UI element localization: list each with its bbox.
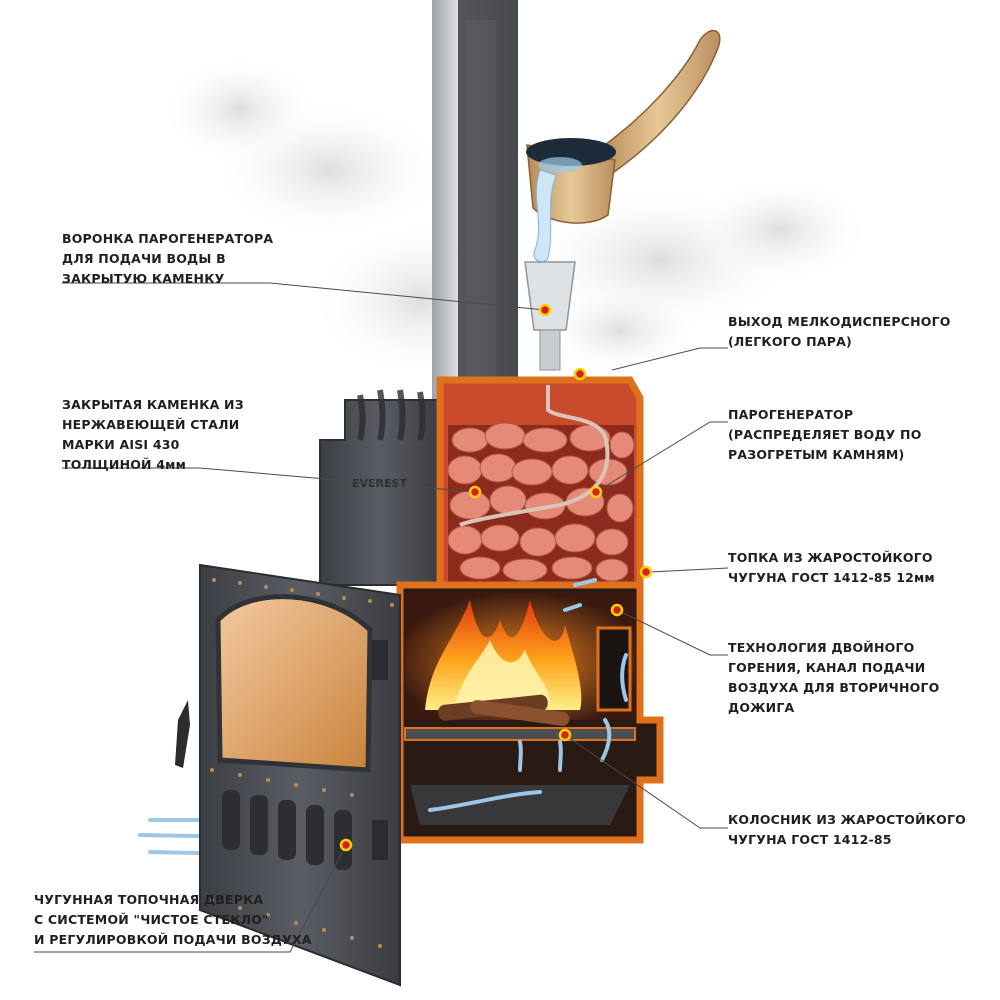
callout-dual-combustion-line: ГОРЕНИЯ, КАНАЛ ПОДАЧИ [728, 660, 926, 675]
callout-funnel: ВОРОНКА ПАРОГЕНЕРАТОРА ДЛЯ ПОДАЧИ ВОДЫ В… [62, 229, 273, 289]
callout-steam-outlet: ВЫХОД МЕЛКОДИСПЕРСНОГО (ЛЕГКОГО ПАРА) [728, 312, 951, 352]
marker-steam-outlet [573, 367, 587, 381]
wooden-ladle [526, 29, 721, 224]
fire-flames [425, 600, 582, 710]
callout-funnel-line: ЗАКРЫТУЮ КАМЕНКУ [62, 271, 225, 286]
callout-stones-line: МАРКИ AISI 430 [62, 437, 180, 452]
stove-body: EVEREST [319, 376, 664, 844]
callout-door: ЧУГУННАЯ ТОПОЧНАЯ ДВЕРКА С СИСТЕМОЙ "ЧИС… [34, 890, 312, 950]
callout-firebox: ТОПКА ИЗ ЖАРОСТОЙКОГО ЧУГУНА ГОСТ 1412-8… [728, 548, 935, 588]
leader-lines [34, 282, 729, 953]
callout-door-line: ЧУГУННАЯ ТОПОЧНАЯ ДВЕРКА [34, 892, 264, 907]
marker-steam-generator [589, 485, 603, 499]
steam-generator-tube [459, 385, 610, 527]
callout-steam-generator-line: (РАСПРЕДЕЛЯЕТ ВОДУ ПО [728, 427, 922, 442]
callout-firebox-line: ТОПКА ИЗ ЖАРОСТОЙКОГО [728, 550, 933, 565]
callout-door-line: С СИСТЕМОЙ "ЧИСТОЕ СТЕКЛО" [34, 912, 269, 927]
marker-dual-combustion [610, 603, 624, 617]
callout-steam-generator-line: ПАРОГЕНЕРАТОР [728, 407, 854, 422]
callout-steam-generator: ПАРОГЕНЕРАТОР (РАСПРЕДЕЛЯЕТ ВОДУ ПО РАЗО… [728, 405, 922, 465]
callout-grate-line: ЧУГУНА ГОСТ 1412-85 [728, 832, 892, 847]
callout-stones-line: ТОЛЩИНОЙ 4мм [62, 457, 187, 472]
callout-grate-line: КОЛОСНИК ИЗ ЖАРОСТОЙКОГО [728, 812, 966, 827]
marker-stones [468, 485, 482, 499]
grate-bars [404, 727, 636, 741]
firebox-door [175, 563, 401, 987]
callout-door-line: И РЕГУЛИРОВКОЙ ПОДАЧИ ВОЗДУХА [34, 932, 312, 947]
marker-door [339, 838, 353, 852]
callout-steam-outlet-line: ВЫХОД МЕЛКОДИСПЕРСНОГО [728, 314, 951, 329]
callout-firebox-line: ЧУГУНА ГОСТ 1412-85 12мм [728, 570, 935, 585]
callout-grate: КОЛОСНИК ИЗ ЖАРОСТОЙКОГО ЧУГУНА ГОСТ 141… [728, 810, 966, 850]
callout-funnel-line: ДЛЯ ПОДАЧИ ВОДЫ В [62, 251, 226, 266]
firewood-logs [438, 694, 570, 726]
marker-grate [558, 728, 572, 742]
callout-funnel-line: ВОРОНКА ПАРОГЕНЕРАТОРА [62, 231, 274, 246]
callout-markers [339, 303, 653, 852]
callout-stones: ЗАКРЫТАЯ КАМЕНКА ИЗ НЕРЖАВЕЮЩЕЙ СТАЛИ МА… [62, 395, 244, 475]
steam-generator-funnel [524, 261, 576, 371]
callout-steam-generator-line: РАЗОГРЕТЫМ КАМНЯМ) [728, 447, 905, 462]
callout-dual-combustion-line: ДОЖИГА [728, 700, 795, 715]
callout-dual-combustion-line: ТЕХНОЛОГИЯ ДВОЙНОГО [728, 640, 915, 655]
marker-funnel [538, 303, 552, 317]
callout-stones-line: ЗАКРЫТАЯ КАМЕНКА ИЗ [62, 397, 244, 412]
marker-firebox [639, 565, 653, 579]
callout-dual-combustion: ТЕХНОЛОГИЯ ДВОЙНОГО ГОРЕНИЯ, КАНАЛ ПОДАЧ… [728, 638, 939, 718]
chimney-pipe [432, 0, 518, 400]
callout-steam-outlet-line: (ЛЕГКОГО ПАРА) [728, 334, 852, 349]
heater-stones [447, 422, 635, 582]
callout-dual-combustion-line: ВОЗДУХА ДЛЯ ВТОРИЧНОГО [728, 680, 940, 695]
callout-stones-line: НЕРЖАВЕЮЩЕЙ СТАЛИ [62, 417, 240, 432]
